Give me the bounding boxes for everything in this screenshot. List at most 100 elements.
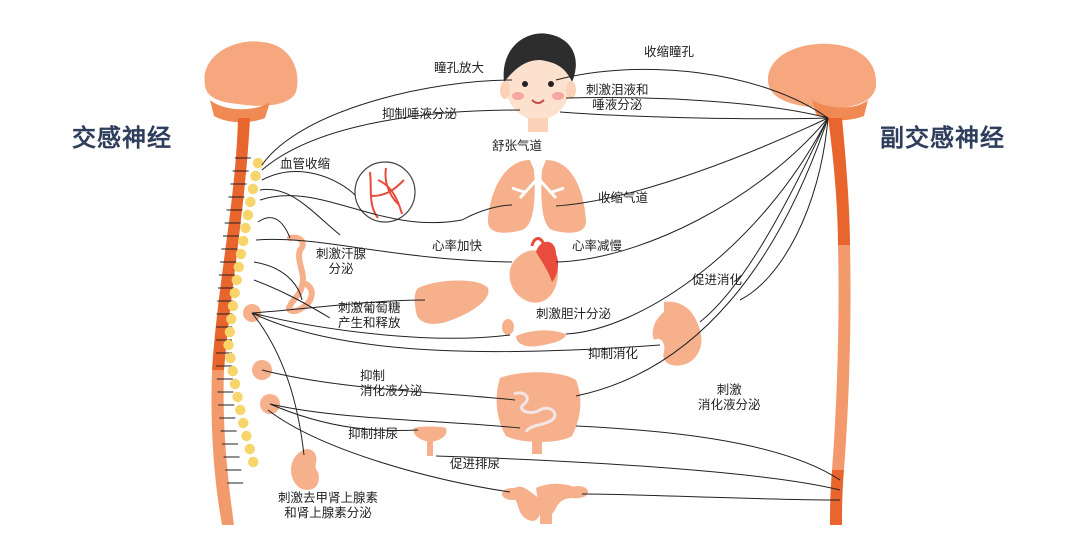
label-bile: 刺激胆汁分泌: [536, 306, 612, 321]
label-pupil-constrict: 收缩瞳孔: [644, 44, 695, 59]
label-glucose: 刺激葡萄糖 产生和释放: [338, 300, 401, 330]
mouth: [531, 99, 545, 104]
sympathetic-ganglion-chain: [223, 157, 264, 468]
ganglion-node: [232, 391, 243, 403]
label-stim-juice-line1: 刺激: [716, 382, 742, 397]
right-brain: [768, 43, 877, 109]
stomach-illustration: [652, 301, 702, 366]
ganglion-node: [242, 209, 254, 221]
label-glucose-line2: 产生和释放: [338, 315, 401, 330]
liver-illustration: [414, 280, 489, 324]
right-cheek: [552, 92, 564, 100]
ganglion-node: [241, 430, 252, 442]
left-ear: [500, 81, 510, 99]
label-sweat: 刺激汗腺 分泌: [316, 246, 366, 276]
nerve-symp-intestine: [261, 369, 516, 401]
ganglion-node: [223, 339, 234, 351]
label-adrenal: 刺激去甲肾上腺素 和肾上腺素分泌: [278, 490, 378, 520]
ganglion-node: [247, 183, 259, 195]
nerve-symp-sweat: [257, 217, 291, 239]
label-promote-urine: 促进排尿: [450, 456, 501, 471]
left-brain-and-spine: [204, 41, 298, 525]
label-stim-juice-line2: 消化液分泌: [698, 397, 761, 412]
label-bronchoconstrict: 收缩气道: [598, 190, 649, 205]
label-sweat-line2: 分泌: [328, 261, 354, 276]
label-adrenal-line2: 和肾上腺素分泌: [284, 505, 372, 520]
label-tear-saliva-line1: 刺激泪液和: [586, 82, 649, 97]
nerve-symp-liver: [251, 299, 426, 314]
label-inhibit-juice-line2: 消化液分泌: [360, 383, 423, 398]
left-cheek: [512, 92, 524, 100]
label-tear-saliva-line2: 唾液分泌: [592, 97, 643, 112]
face: [506, 52, 570, 120]
label-inhibit-juice-line1: 抑制: [360, 368, 386, 383]
nerve-para-extra: [739, 117, 829, 301]
ganglion-node: [248, 456, 259, 468]
nerve-fibers: [251, 68, 841, 501]
nerve-para-uterus: [581, 493, 841, 501]
kidney-illustration: [291, 449, 319, 491]
pancreas-illustration: [502, 319, 566, 347]
right-spine-middle: [832, 245, 851, 470]
nerve-para-heart: [555, 117, 829, 263]
label-pupil-dilate: 瞳孔放大: [434, 60, 485, 75]
nerve-para-tear: [565, 97, 829, 119]
nerve-symp-vessel: [261, 171, 356, 196]
nerve-symp-pupil: [261, 79, 513, 166]
ganglion-node: [252, 157, 264, 169]
left-spine-lower: [211, 370, 234, 525]
ganglion-node: [227, 365, 238, 377]
nerve-symp-extra-1: [259, 188, 341, 236]
nerve-symp-kidney: [251, 312, 305, 456]
nerve-symp-heart: [255, 238, 513, 263]
label-promote-digest: 促进消化: [692, 272, 743, 287]
sympathetic-title: 交感神经: [72, 124, 172, 152]
nerve-para-stomach: [699, 117, 829, 323]
neck: [528, 118, 548, 132]
right-spine-lower: [830, 470, 844, 525]
left-spine-upper: [212, 118, 250, 370]
label-sweat-line1: 刺激汗腺: [316, 246, 367, 261]
left-brainstem: [210, 100, 270, 123]
ganglion-node: [238, 417, 249, 429]
bladder-illustration: [413, 426, 447, 456]
ganglion-node: [229, 378, 241, 390]
ganglion-node: [244, 443, 255, 455]
ganglion-node: [233, 261, 244, 273]
right-eye: [548, 81, 554, 87]
nerve-para-pancreas: [565, 117, 829, 335]
ganglion-node: [250, 170, 261, 182]
label-inhibit-juice: 抑制 消化液分泌: [360, 368, 423, 398]
ganglion-node: [235, 404, 246, 416]
trachea: [511, 140, 565, 200]
hair: [503, 33, 576, 82]
nerve-para-pupil: [555, 68, 829, 119]
nerve-para-bladder: [435, 455, 841, 491]
right-ear: [566, 81, 576, 99]
right-brain-and-spine: [768, 43, 877, 525]
ganglion-node: [227, 300, 239, 312]
nerve-symp-stomach: [251, 312, 661, 353]
nerve-symp-bladder: [269, 403, 419, 432]
label-inhibit-urine: 抑制排尿: [348, 426, 399, 441]
ganglion-node: [237, 235, 249, 247]
heart-illustration: [509, 237, 559, 303]
nerve-symp-saliva: [261, 109, 521, 171]
ganglion-node: [226, 313, 237, 325]
ganglion-node: [229, 287, 240, 299]
right-spine-upper: [828, 118, 850, 245]
intestines-illustration: [496, 372, 581, 454]
ganglion-node: [245, 196, 256, 208]
nerve-symp-colon: [269, 403, 521, 429]
label-glucose-line1: 刺激葡萄糖: [338, 300, 401, 315]
label-stim-juice: 刺激 消化液分泌: [698, 382, 761, 412]
face-illustration: [500, 33, 576, 132]
label-heart-faster: 心率加快: [432, 238, 483, 253]
nerve-symp-lung: [259, 195, 513, 224]
ganglion-node: [240, 222, 251, 234]
nerve-para-intestine: [575, 117, 829, 397]
label-tear-saliva: 刺激泪液和 唾液分泌: [586, 82, 649, 112]
left-spine-ticks: [216, 157, 251, 484]
label-inhibit-saliva: 抑制唾液分泌: [382, 106, 458, 121]
